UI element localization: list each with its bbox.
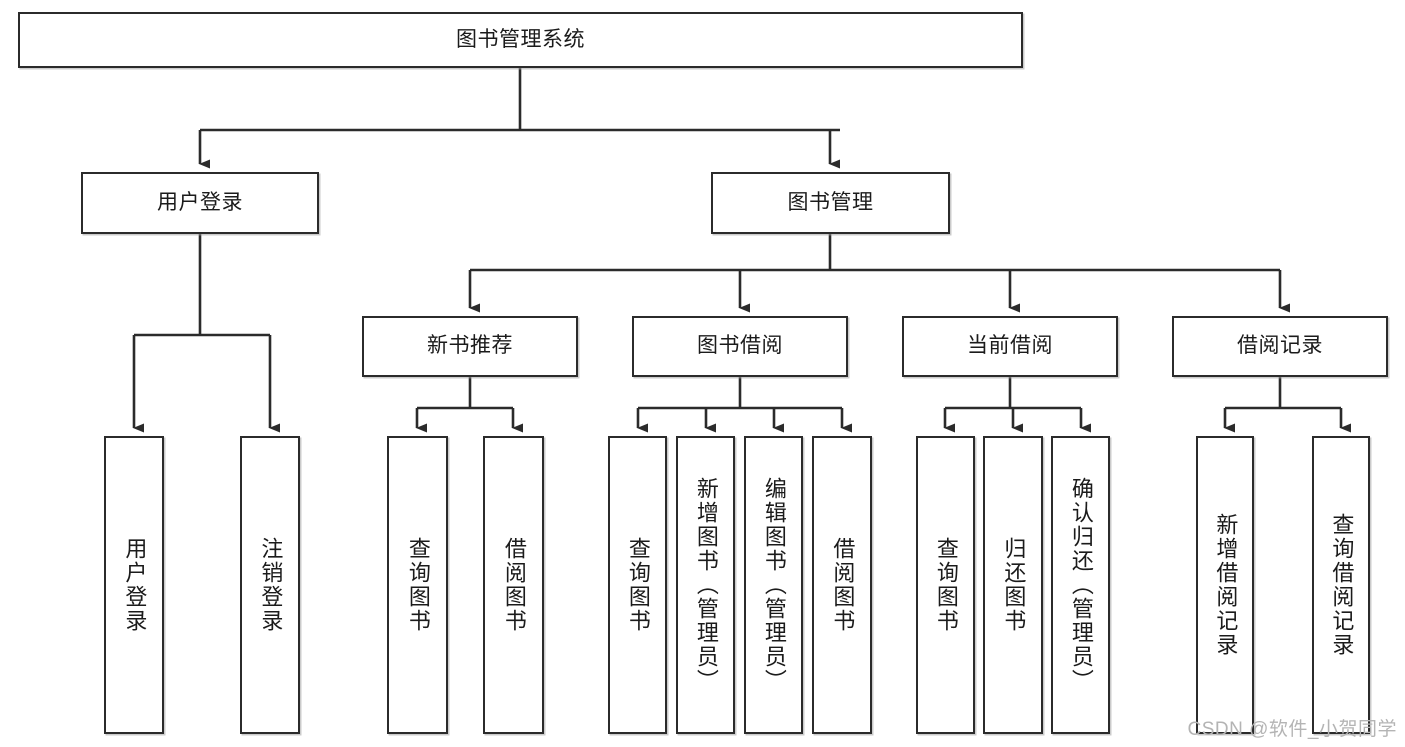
node-borrow-record-label: 借阅记录 [1237, 334, 1323, 358]
node-leaf-query-book-2[interactable]: 查询图书 [608, 436, 667, 734]
node-leaf-confirm-return-label: 确认归还（管理员） [1068, 477, 1094, 693]
node-current-borrow-label: 当前借阅 [967, 334, 1053, 358]
node-book-manage-label: 图书管理 [787, 190, 874, 214]
node-leaf-user-login[interactable]: 用户登录 [104, 436, 164, 734]
node-leaf-query-book-2-label: 查询图书 [625, 537, 651, 633]
node-new-book-rec[interactable]: 新书推荐 [362, 316, 578, 377]
node-leaf-borrow-book-1[interactable]: 借阅图书 [483, 436, 544, 734]
node-leaf-borrow-book-2[interactable]: 借阅图书 [812, 436, 872, 734]
node-leaf-user-logout-label: 注销登录 [258, 537, 284, 633]
node-leaf-query-book-3-label: 查询图书 [933, 537, 959, 633]
node-borrow-record[interactable]: 借阅记录 [1172, 316, 1388, 377]
node-leaf-query-book-1[interactable]: 查询图书 [387, 436, 448, 734]
node-leaf-borrow-book-2-label: 借阅图书 [830, 537, 856, 633]
node-book-borrow-label: 图书借阅 [697, 334, 783, 358]
node-leaf-add-record[interactable]: 新增借阅记录 [1196, 436, 1254, 734]
node-leaf-user-logout[interactable]: 注销登录 [240, 436, 300, 734]
node-root-label: 图书管理系统 [456, 27, 585, 51]
node-new-book-rec-label: 新书推荐 [427, 334, 513, 358]
node-book-borrow[interactable]: 图书借阅 [632, 316, 848, 377]
node-leaf-return-book[interactable]: 归还图书 [983, 436, 1043, 734]
node-leaf-edit-book-label: 编辑图书（管理员） [761, 477, 787, 693]
node-leaf-add-book[interactable]: 新增图书（管理员） [676, 436, 735, 734]
node-current-borrow[interactable]: 当前借阅 [902, 316, 1118, 377]
node-leaf-user-login-label: 用户登录 [122, 537, 148, 633]
node-leaf-add-book-label: 新增图书（管理员） [693, 477, 719, 693]
node-leaf-query-book-3[interactable]: 查询图书 [916, 436, 975, 734]
node-root[interactable]: 图书管理系统 [18, 12, 1023, 68]
node-leaf-query-book-1-label: 查询图书 [405, 537, 431, 633]
node-leaf-confirm-return[interactable]: 确认归还（管理员） [1051, 436, 1110, 734]
node-leaf-return-book-label: 归还图书 [1001, 537, 1027, 633]
node-book-manage[interactable]: 图书管理 [711, 172, 950, 234]
node-leaf-query-record[interactable]: 查询借阅记录 [1312, 436, 1370, 734]
node-leaf-query-record-label: 查询借阅记录 [1329, 513, 1355, 657]
node-leaf-edit-book[interactable]: 编辑图书（管理员） [744, 436, 803, 734]
node-leaf-add-record-label: 新增借阅记录 [1213, 513, 1239, 657]
node-user-login[interactable]: 用户登录 [81, 172, 319, 234]
node-leaf-borrow-book-1-label: 借阅图书 [501, 537, 527, 633]
node-user-login-label: 用户登录 [157, 190, 243, 214]
